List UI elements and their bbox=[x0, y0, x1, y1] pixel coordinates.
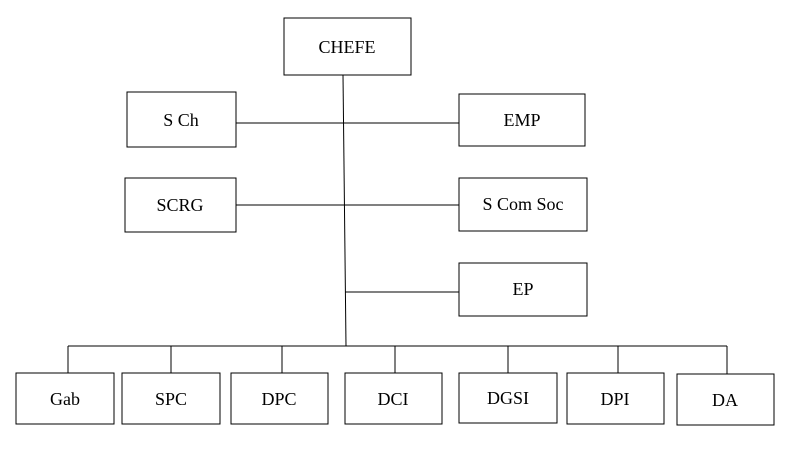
connectors bbox=[67, 74, 728, 374]
node-scrg: SCRG bbox=[124, 177, 237, 233]
node-da-label: DA bbox=[712, 390, 738, 410]
node-spc-label: SPC bbox=[155, 389, 187, 409]
node-scomsoc: S Com Soc bbox=[458, 177, 588, 232]
node-scrg-label: SCRG bbox=[156, 195, 203, 215]
node-da: DA bbox=[676, 373, 775, 426]
node-sch-label: S Ch bbox=[163, 110, 199, 130]
node-gab: Gab bbox=[15, 372, 115, 425]
node-ep: EP bbox=[458, 262, 588, 317]
node-dgsi-label: DGSI bbox=[487, 388, 529, 408]
node-gab-label: Gab bbox=[50, 389, 80, 409]
node-dpc: DPC bbox=[230, 372, 329, 425]
node-dpi-label: DPI bbox=[600, 389, 629, 409]
node-dci-label: DCI bbox=[378, 389, 409, 409]
node-dpi: DPI bbox=[566, 372, 665, 425]
node-emp: EMP bbox=[458, 93, 586, 147]
node-dgsi: DGSI bbox=[458, 372, 558, 424]
node-dpc-label: DPC bbox=[261, 389, 296, 409]
node-ep-label: EP bbox=[512, 279, 533, 299]
node-chefe: CHEFE bbox=[283, 17, 412, 76]
node-spc: SPC bbox=[121, 372, 221, 425]
node-sch: S Ch bbox=[126, 91, 237, 148]
node-chefe-label: CHEFE bbox=[318, 37, 375, 57]
node-dci: DCI bbox=[344, 372, 443, 425]
trunk-line bbox=[342, 74, 347, 347]
node-emp-label: EMP bbox=[503, 110, 540, 130]
node-scomsoc-label: S Com Soc bbox=[482, 194, 563, 214]
